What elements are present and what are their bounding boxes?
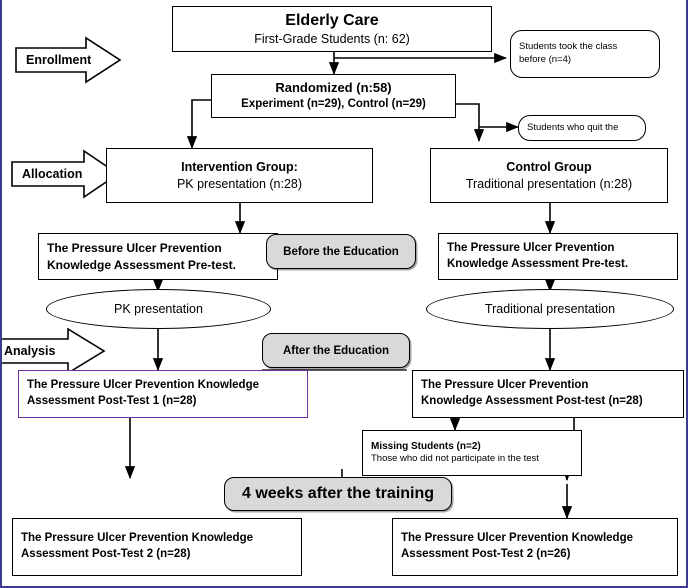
node-excluded-took-class-line2: before (n=4)	[519, 54, 572, 65]
stage-arrow-analysis-label: Analysis	[4, 344, 56, 358]
node-pretest-right-line2: Knowledge Assessment Pre-test.	[447, 257, 629, 270]
node-randomized: Randomized (n:58) Experiment (n=29), Con…	[211, 74, 456, 118]
node-control-group: Control Group Traditional presentation (…	[430, 148, 668, 203]
node-posttest1-left-line2: Assessment Post-Test 1 (n=28)	[27, 395, 197, 407]
node-posttest2-left-line1: The Pressure Ulcer Prevention Knowledge	[21, 532, 253, 545]
node-randomized-line1: Randomized (n:58)	[275, 80, 392, 96]
node-intervention-group-line1: Intervention Group:	[181, 159, 298, 174]
node-elderly-care: Elderly Care First-Grade Students (n: 62…	[172, 6, 492, 52]
node-posttest2-right-line1: The Pressure Ulcer Prevention Knowledge	[401, 532, 633, 545]
node-excluded-quit-line1: Students who quit the	[527, 121, 619, 133]
node-ellipse-traditional-presentation: Traditional presentation	[426, 289, 674, 329]
node-excluded-quit: Students who quit the	[518, 115, 646, 141]
node-pretest-left-line1: The Pressure Ulcer Prevention	[47, 241, 222, 256]
node-posttest2-right-line2: Assessment Post-Test 2 (n=26)	[401, 548, 571, 560]
node-posttest-right-line1: The Pressure Ulcer Prevention	[421, 379, 589, 392]
node-posttest2-right: The Pressure Ulcer Prevention Knowledge …	[392, 518, 678, 576]
node-ellipse-traditional-presentation-label: Traditional presentation	[484, 302, 616, 316]
node-ellipse-pk-presentation: PK presentation	[46, 289, 271, 329]
stage-arrow-enrollment-label: Enrollment	[26, 53, 92, 67]
node-pretest-left: The Pressure Ulcer Prevention Knowledge …	[38, 233, 278, 280]
stage-arrow-enrollment: Enrollment	[14, 36, 124, 84]
node-control-group-line1: Control Group	[506, 159, 592, 174]
node-pretest-right: The Pressure Ulcer Prevention Knowledge …	[438, 233, 678, 280]
node-missing-students-line2: Those who did not participate in the tes…	[371, 453, 539, 465]
node-posttest2-left: The Pressure Ulcer Prevention Knowledge …	[12, 518, 302, 576]
node-missing-students-line1: Missing Students (n=2)	[371, 440, 481, 452]
node-missing-students: Missing Students (n=2) Those who did not…	[362, 430, 582, 476]
node-four-weeks-after-training: 4 weeks after the training	[224, 477, 452, 511]
node-posttest1-left: The Pressure Ulcer Prevention Knowledge …	[18, 370, 308, 418]
node-four-weeks-after-training-label: 4 weeks after the training	[241, 485, 435, 502]
node-after-education-label: After the Education	[282, 344, 390, 357]
node-ellipse-pk-presentation-label: PK presentation	[114, 302, 203, 316]
node-excluded-took-class-line1: Students took the class	[519, 41, 618, 53]
node-pretest-right-line1: The Pressure Ulcer Prevention	[447, 241, 615, 254]
stage-arrow-allocation: Allocation	[10, 149, 122, 199]
node-posttest-right: The Pressure Ulcer Prevention Knowledge …	[412, 370, 684, 418]
node-excluded-took-class: Students took the class before (n=4)	[510, 30, 660, 78]
node-after-education: After the Education	[262, 333, 410, 368]
node-intervention-group: Intervention Group: PK presentation (n:2…	[106, 148, 373, 203]
node-posttest2-left-line2: Assessment Post-Test 2 (n=28)	[21, 548, 191, 560]
node-before-education: Before the Education	[266, 234, 416, 269]
node-pretest-left-line2: Knowledge Assessment Pre-test.	[47, 257, 236, 272]
node-control-group-line2: Traditional presentation (n:28)	[465, 176, 633, 191]
node-randomized-line2: Experiment (n=29), Control (n=29)	[241, 98, 426, 111]
stage-arrow-allocation-label: Allocation	[22, 167, 83, 181]
node-posttest-right-line2: Knowledge Assessment Post-test (n=28)	[421, 395, 643, 407]
stage-arrow-analysis: Analysis	[2, 328, 110, 374]
node-elderly-care-title: Elderly Care	[285, 11, 379, 29]
node-intervention-group-line2: PK presentation (n:28)	[176, 176, 303, 191]
node-posttest1-left-line1: The Pressure Ulcer Prevention Knowledge	[27, 379, 259, 392]
node-before-education-label: Before the Education	[283, 245, 399, 258]
node-elderly-care-subtitle: First-Grade Students (n: 62)	[254, 32, 410, 47]
